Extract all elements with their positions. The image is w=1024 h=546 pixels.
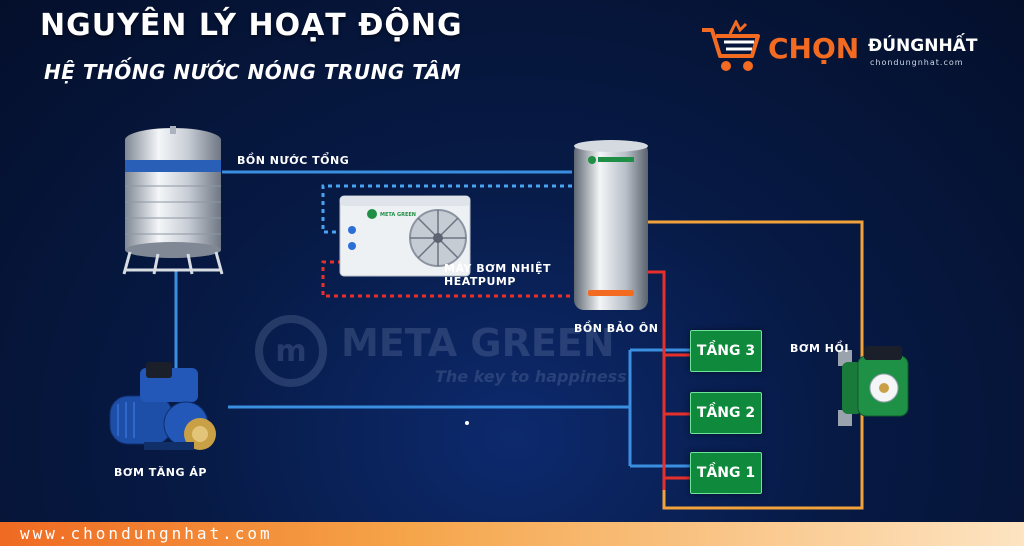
booster-pump-icon: [109, 362, 216, 450]
watermark-tagline: The key to happiness: [435, 367, 627, 386]
svg-text:META GREEN: META GREEN: [380, 212, 416, 218]
label-return-pump: BƠM HỒI: [790, 342, 849, 355]
floor-box-1: TẦNG 1: [690, 452, 762, 494]
label-tank: BỒN NƯỚC TỔNG: [237, 154, 350, 167]
label-heatpump-line2: HEATPUMP: [444, 275, 516, 288]
floor-box-3: TẦNG 3: [690, 330, 762, 372]
page-title: NGUYÊN LÝ HOẠT ĐỘNG: [40, 8, 463, 43]
watermark-mark: m: [255, 315, 327, 387]
label-storage: BỒN BẢO ÔN: [574, 322, 659, 335]
brand-watermark: m META GREEN The key to happiness: [255, 315, 675, 395]
cold-pipe-storage-to-heatpump: [321, 184, 572, 234]
return-pipe-loop: [648, 220, 864, 510]
shopping-cart-icon: [702, 20, 760, 71]
label-heatpump-line1: MÁY BƠM NHIỆT: [444, 262, 551, 275]
page-subtitle: HỆ THỐNG NƯỚC NÓNG TRUNG TÂM: [44, 60, 462, 84]
logo-text-dungnhat: ĐÚNGNHẤT: [868, 36, 978, 56]
site-logo[interactable]: CHỌN ĐÚNGNHẤT chondungnhat.com: [700, 20, 1010, 76]
label-booster: BƠM TĂNG ÁP: [114, 466, 207, 479]
hot-pipe-heatpump-to-storage: [321, 260, 572, 298]
logo-domain: chondungnhat.com: [870, 58, 964, 67]
floor-box-2: TẦNG 2: [690, 392, 762, 434]
logo-text-chon: CHỌN: [768, 32, 860, 65]
heat-pump-unit-icon: META GREEN: [339, 195, 471, 277]
circulation-pump-icon: [838, 346, 909, 426]
pipe-marker-dot: [465, 421, 469, 425]
footer-url[interactable]: www.chondungnhat.com: [20, 524, 273, 543]
hot-pipe-supply: [648, 270, 666, 490]
water-tank-icon: [122, 126, 224, 275]
watermark-name: META GREEN: [341, 321, 615, 365]
footer-bar: www.chondungnhat.com: [0, 522, 1024, 546]
storage-cylinder-icon: [574, 140, 648, 310]
